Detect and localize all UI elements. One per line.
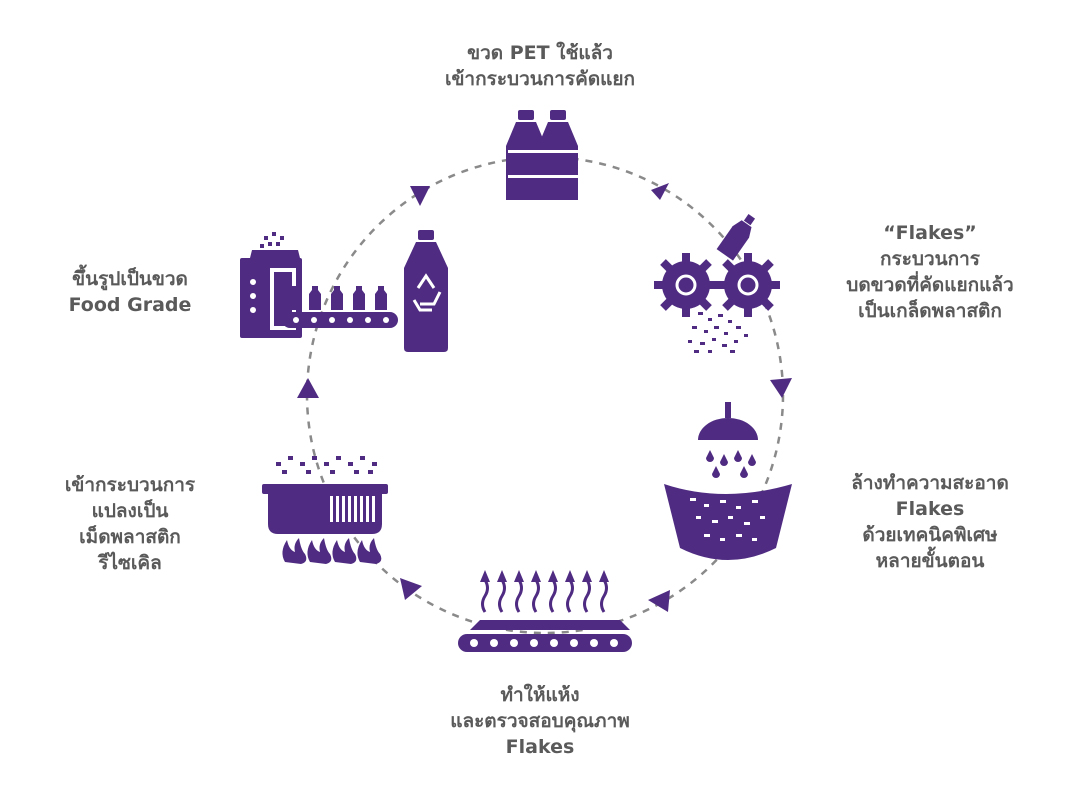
step-label-flakes: “Flakes” กระบวนการ บดขวดที่คัดแยกแล้ว เป…: [846, 222, 1014, 322]
step-label-mold: ขึ้นรูปเป็นขวด Food Grade: [68, 268, 192, 316]
step-label-collect: ขวด PET ใช้แล้ว เข้ากระบวนการคัดแยก: [444, 42, 636, 90]
arrow-top-right: [651, 183, 669, 200]
step-label-wash: ล้างทำความสะอาด Flakes ด้วยเทคนิคพิเศษ ห…: [851, 472, 1009, 572]
shredder-gears-icon: [654, 214, 780, 353]
arrow-right: [770, 378, 792, 398]
melting-furnace-icon: [262, 456, 388, 564]
bottle-machine-icon: [240, 230, 448, 352]
drying-conveyor-icon: [458, 570, 632, 652]
wash-basin-icon: [664, 402, 792, 560]
arrow-bottom-left: [400, 578, 422, 600]
arrow-bottom-right: [648, 590, 670, 612]
arrow-left: [297, 378, 319, 398]
step-label-dry: ทำให้แห้ง และตรวจสอบคุณภาพ Flakes: [450, 684, 630, 758]
pet-bottles-icon: [506, 110, 580, 200]
step-label-pellet: เข้ากระบวนการ แปลงเป็น เม็ดพลาสติก รีไซเ…: [64, 474, 196, 574]
arrow-top-left: [410, 186, 430, 206]
